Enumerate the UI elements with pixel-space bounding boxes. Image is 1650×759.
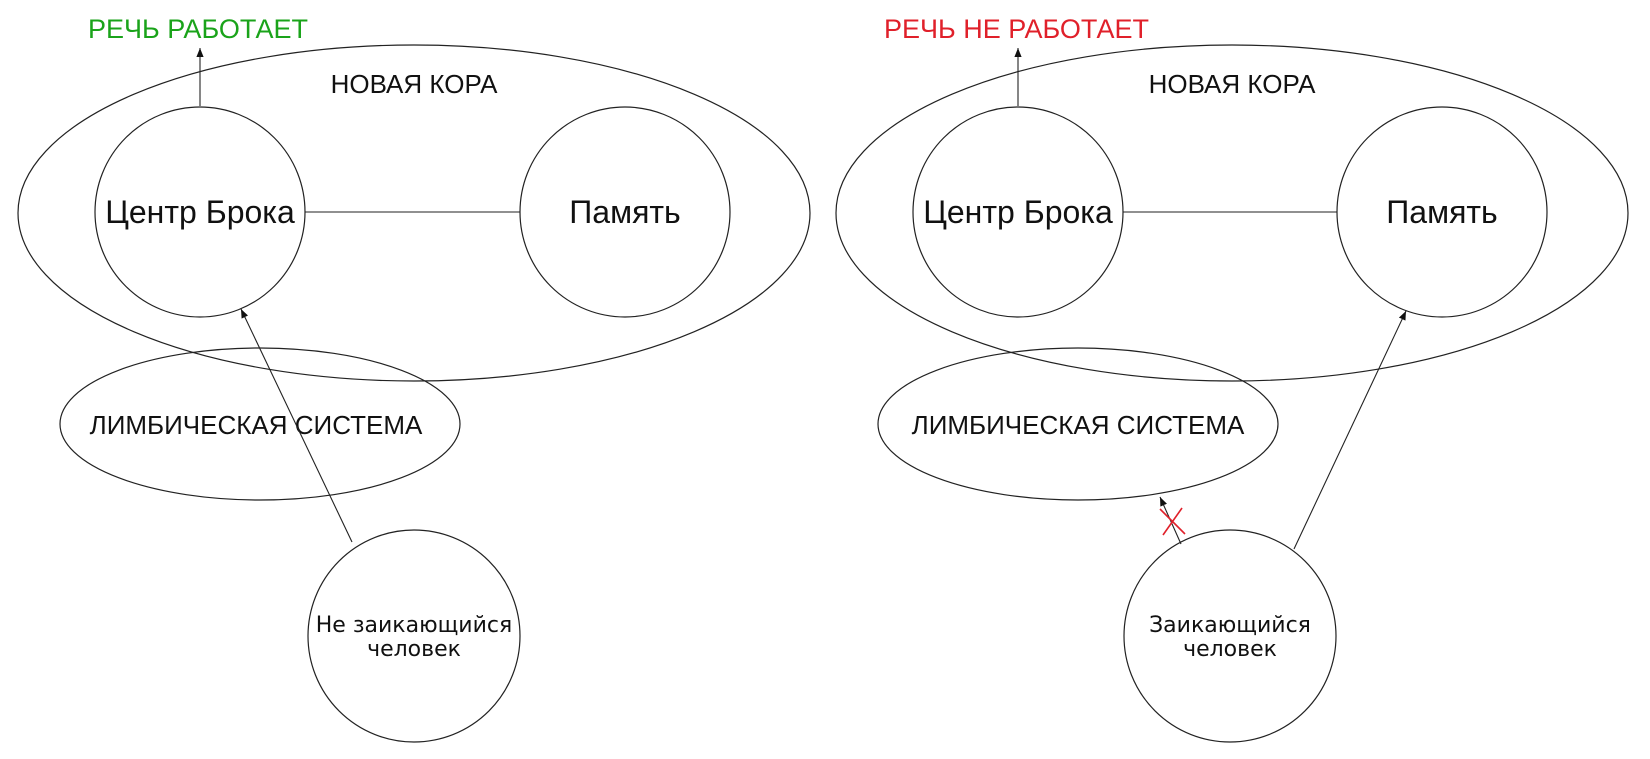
left-broca-label: Центр Брока	[105, 194, 295, 230]
left-memory-circle	[519, 106, 731, 318]
left-memory-label: Память	[569, 194, 680, 230]
left-neocortex-ellipse	[17, 44, 811, 382]
left-person-to-broca-arrow	[240, 308, 353, 543]
left-neocortex-label: НОВАЯ КОРА	[331, 69, 499, 99]
left-limbic-label: ЛИМБИЧЕСКАЯ СИСТЕМА	[90, 410, 423, 440]
right-person-label-line2: человек	[1183, 637, 1277, 662]
right-memory-circle	[1336, 106, 1548, 318]
left-person-circle	[307, 529, 521, 743]
left-person-label-line2: человек	[367, 637, 461, 662]
right-memory-label: Память	[1386, 194, 1497, 230]
right-neocortex-ellipse	[835, 44, 1629, 382]
left-status-label: РЕЧЬ РАБОТАЕТ	[88, 14, 308, 44]
blocked-cross-icon	[1159, 507, 1186, 536]
right-person-label-line1: Заикающийся	[1149, 613, 1311, 638]
left-diagram: РЕЧЬ РАБОТАЕТ НОВАЯ КОРА Центр Брока Пам…	[17, 14, 811, 743]
right-diagram: РЕЧЬ НЕ РАБОТАЕТ НОВАЯ КОРА Центр Брока …	[835, 14, 1629, 743]
right-status-label: РЕЧЬ НЕ РАБОТАЕТ	[884, 14, 1149, 44]
left-person-label-line1: Не заикающийся	[316, 613, 513, 638]
right-person-to-memory-arrow	[1293, 310, 1407, 550]
right-limbic-ellipse	[877, 347, 1279, 501]
right-neocortex-label: НОВАЯ КОРА	[1149, 69, 1317, 99]
right-person-circle	[1123, 529, 1337, 743]
right-broca-label: Центр Брока	[923, 194, 1113, 230]
right-limbic-label: ЛИМБИЧЕСКАЯ СИСТЕМА	[912, 410, 1245, 440]
